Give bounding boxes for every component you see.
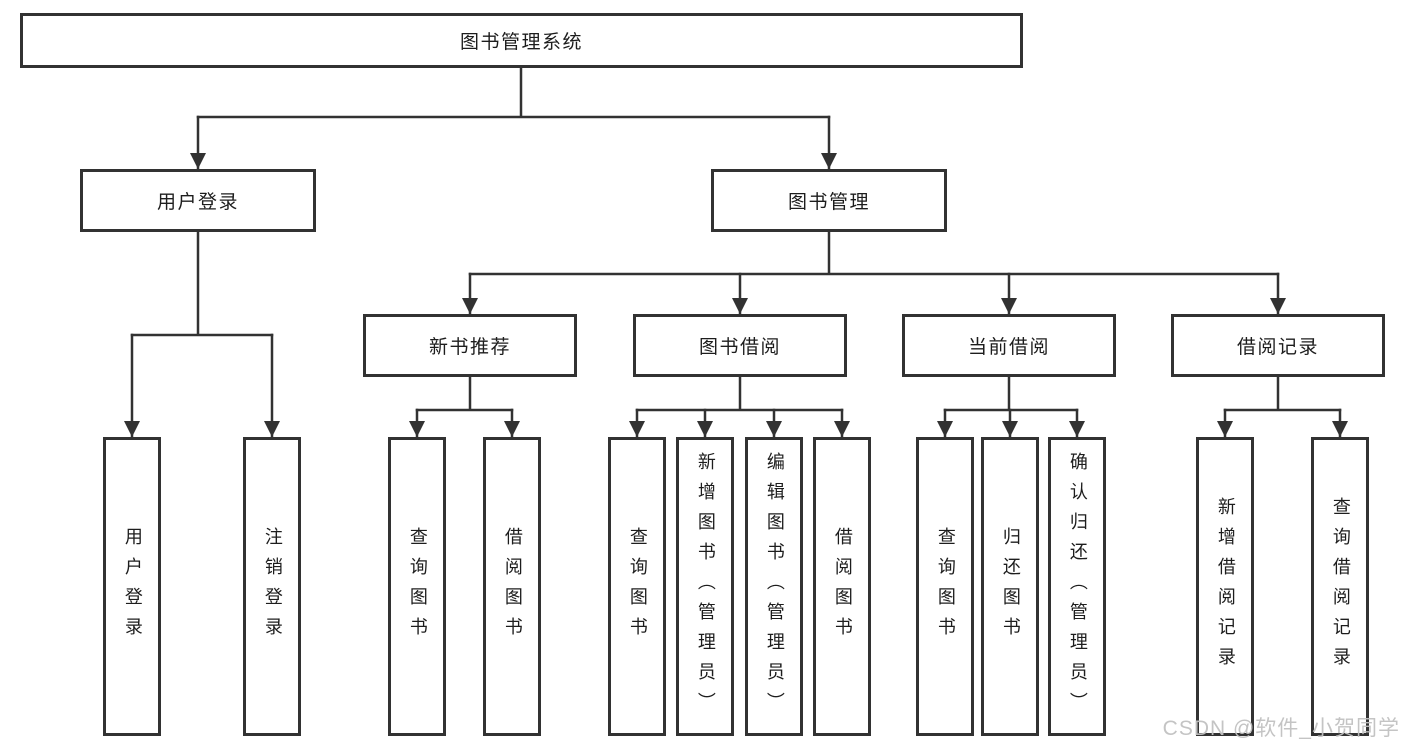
node-label: 借阅图书 bbox=[502, 526, 523, 647]
node-label: 借阅图书 bbox=[832, 526, 853, 647]
node-label: 确认归还（管理员） bbox=[1067, 451, 1088, 722]
node-label: 新增借阅记录 bbox=[1215, 496, 1236, 677]
node-leaf-borrow-query-books: 查询图书 bbox=[608, 437, 666, 736]
node-leaf-confirm-return-admin: 确认归还（管理员） bbox=[1048, 437, 1106, 736]
node-label: 查询图书 bbox=[627, 526, 648, 647]
node-label: 查询借阅记录 bbox=[1330, 496, 1351, 677]
node-label: 用户登录 bbox=[122, 526, 143, 647]
node-leaf-query-borrow-record: 查询借阅记录 bbox=[1311, 437, 1369, 736]
node-label: 查询图书 bbox=[407, 526, 428, 647]
node-leaf-add-books-admin: 新增图书（管理员） bbox=[676, 437, 734, 736]
node-root: 图书管理系统 bbox=[20, 13, 1023, 68]
node-current-borrow: 当前借阅 bbox=[902, 314, 1116, 377]
node-leaf-borrow-books: 借阅图书 bbox=[813, 437, 871, 736]
node-leaf-edit-books-admin: 编辑图书（管理员） bbox=[745, 437, 803, 736]
node-book-management: 图书管理 bbox=[711, 169, 947, 232]
node-new-book-recommend: 新书推荐 bbox=[363, 314, 577, 377]
node-leaf-recommend-borrow-books: 借阅图书 bbox=[483, 437, 541, 736]
node-leaf-recommend-query-books: 查询图书 bbox=[388, 437, 446, 736]
node-leaf-current-query-books: 查询图书 bbox=[916, 437, 974, 736]
node-label: 编辑图书（管理员） bbox=[764, 451, 785, 722]
node-leaf-logout: 注销登录 bbox=[243, 437, 301, 736]
node-user-login: 用户登录 bbox=[80, 169, 316, 232]
connector-skeleton bbox=[130, 66, 1342, 412]
node-book-borrow: 图书借阅 bbox=[633, 314, 847, 377]
node-leaf-return-books: 归还图书 bbox=[981, 437, 1039, 736]
node-leaf-add-borrow-record: 新增借阅记录 bbox=[1196, 437, 1254, 736]
node-label: 查询图书 bbox=[935, 526, 956, 647]
node-label: 新增图书（管理员） bbox=[695, 451, 716, 722]
node-label: 注销登录 bbox=[262, 526, 283, 647]
node-leaf-user-login: 用户登录 bbox=[103, 437, 161, 736]
node-label: 归还图书 bbox=[1000, 526, 1021, 647]
node-borrow-records: 借阅记录 bbox=[1171, 314, 1385, 377]
